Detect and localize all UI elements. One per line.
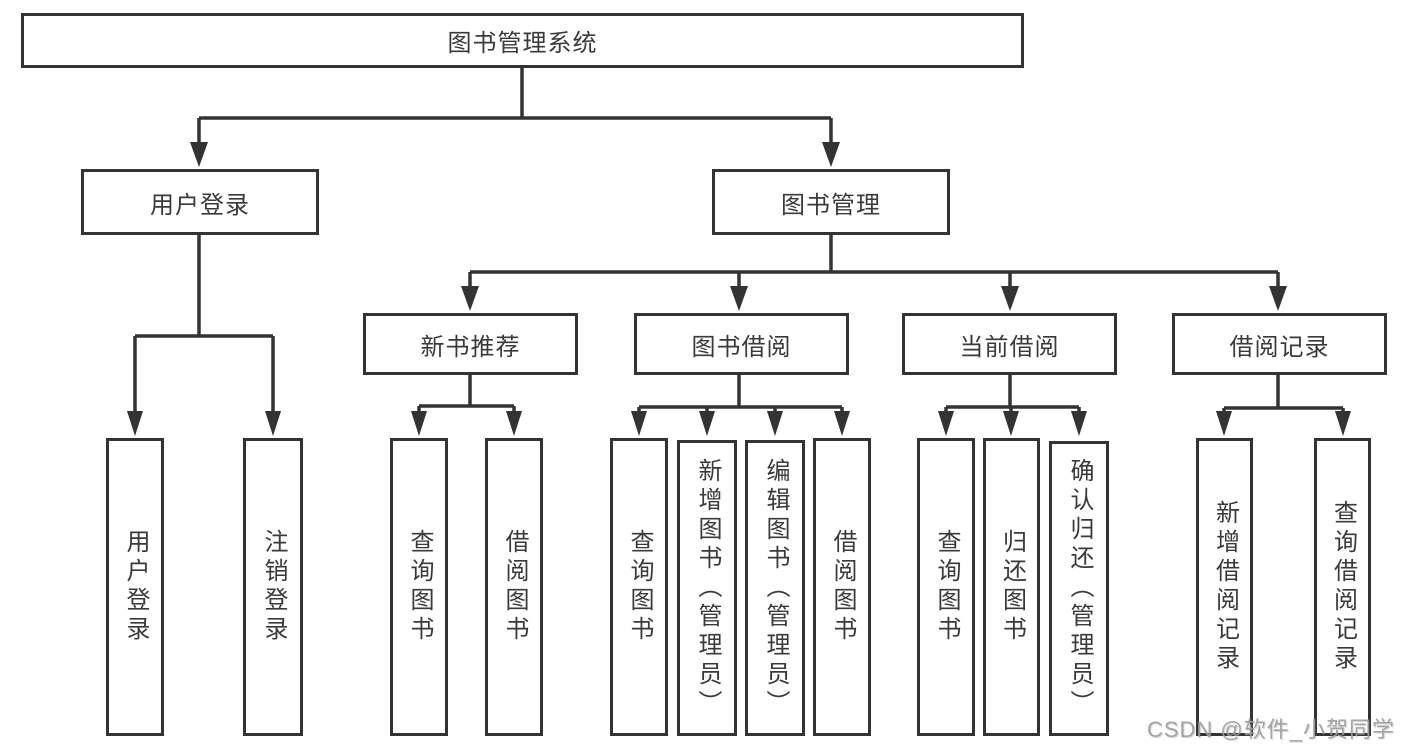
edge-management-to-level3	[461, 235, 1287, 311]
leaf-user-login-label: 用户登录	[122, 529, 149, 645]
edge-root-to-level2	[190, 68, 840, 167]
leaf-edit-books-admin-label: 编辑图书（管理员）	[762, 457, 789, 719]
node-system-root-label: 图书管理系统	[447, 30, 598, 57]
edge-userlogin-to-leaves	[127, 235, 281, 436]
node-book-management-label: 图书管理	[781, 191, 881, 219]
leaf-add-books-admin-label: 新增图书（管理员）	[694, 457, 721, 719]
leaf-return-books-label: 归还图书	[998, 529, 1026, 645]
leaf-borrow-books-2-label: 借阅图书	[829, 529, 856, 645]
leaf-edit-books-admin: 编辑图书（管理员）	[745, 440, 805, 736]
leaf-add-borrow-record: 新增借阅记录	[1196, 438, 1253, 736]
csdn-watermark: CSDN @软件_小贺同学	[1146, 717, 1395, 742]
node-system-root: 图书管理系统	[21, 13, 1024, 68]
leaf-query-books-3: 查询图书	[917, 438, 975, 736]
leaf-confirm-return-admin-label: 确认归还（管理员）	[1066, 458, 1093, 719]
node-borrow-records-label: 借阅记录	[1229, 333, 1330, 361]
leaf-add-books-admin: 新增图书（管理员）	[677, 440, 737, 736]
leaf-borrow-books-2: 借阅图书	[813, 438, 871, 736]
leaf-confirm-return-admin: 确认归还（管理员）	[1049, 441, 1109, 736]
node-current-borrow-label: 当前借阅	[959, 333, 1060, 361]
edge-borrow-to-leaves	[631, 375, 850, 436]
edge-newbook-to-leaves	[411, 375, 522, 436]
edge-current-to-leaves	[938, 375, 1087, 436]
node-book-management: 图书管理	[712, 169, 950, 235]
leaf-logout-label: 注销登录	[260, 529, 287, 645]
node-borrow-records: 借阅记录	[1172, 313, 1387, 375]
leaf-borrow-books-1: 借阅图书	[485, 438, 543, 736]
leaf-return-books: 归还图书	[983, 438, 1040, 736]
leaf-query-borrow-record: 查询借阅记录	[1314, 438, 1371, 736]
leaf-query-books-1: 查询图书	[390, 438, 448, 736]
leaf-query-books-3-label: 查询图书	[933, 529, 960, 645]
leaf-query-books-2: 查询图书	[610, 438, 668, 736]
leaf-query-books-1-label: 查询图书	[406, 529, 433, 645]
node-new-book-recommend-label: 新书推荐	[420, 333, 521, 361]
leaf-user-login: 用户登录	[106, 438, 164, 736]
node-user-login: 用户登录	[81, 169, 319, 235]
edge-records-to-leaves	[1216, 375, 1351, 436]
node-current-borrow: 当前借阅	[902, 313, 1117, 375]
node-user-login-label: 用户登录	[150, 191, 250, 219]
leaf-query-borrow-record-label: 查询借阅记录	[1329, 500, 1357, 674]
leaf-add-borrow-record-label: 新增借阅记录	[1211, 500, 1239, 674]
node-new-book-recommend: 新书推荐	[363, 313, 578, 375]
node-book-borrow-label: 图书借阅	[691, 333, 792, 361]
leaf-query-books-2-label: 查询图书	[626, 529, 653, 645]
node-book-borrow: 图书借阅	[634, 313, 849, 375]
leaf-borrow-books-1-label: 借阅图书	[501, 529, 528, 645]
leaf-logout: 注销登录	[243, 438, 303, 736]
